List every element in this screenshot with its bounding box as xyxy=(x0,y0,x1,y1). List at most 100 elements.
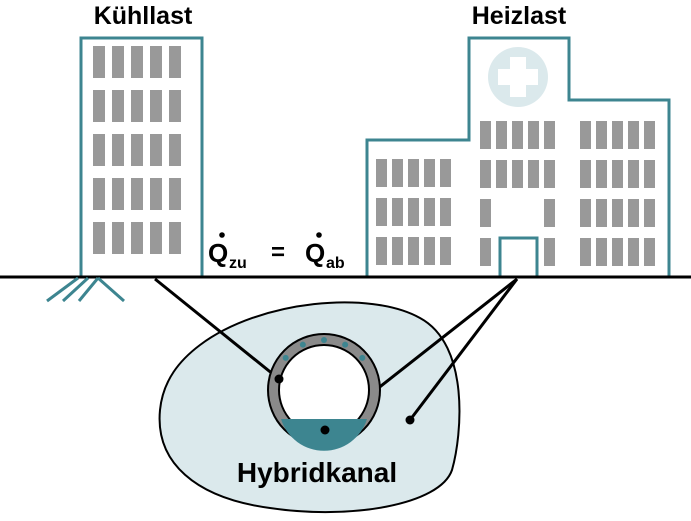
window xyxy=(580,199,591,227)
window xyxy=(580,121,591,149)
window xyxy=(392,159,403,187)
window xyxy=(480,160,491,188)
pipe-dot xyxy=(282,354,289,361)
window xyxy=(93,178,105,210)
window xyxy=(612,238,623,266)
window xyxy=(169,178,181,210)
heating-building xyxy=(365,36,671,277)
window xyxy=(93,134,105,166)
window xyxy=(544,160,555,188)
window xyxy=(496,160,507,188)
equals-sign: = xyxy=(271,239,285,266)
window xyxy=(528,160,539,188)
window xyxy=(408,198,419,226)
cooling-load-label: Kühllast xyxy=(94,2,193,30)
window xyxy=(628,238,639,266)
hybrid-channel-label: Hybridkanal xyxy=(237,457,397,488)
window xyxy=(424,237,435,265)
pipe-dot xyxy=(359,354,366,361)
medical-cross-icon xyxy=(488,47,548,107)
window xyxy=(480,121,491,149)
window xyxy=(580,160,591,188)
heat-balance-equation: Q zu = Q ab xyxy=(208,232,345,272)
q-dot-in xyxy=(219,232,225,238)
window xyxy=(644,238,655,266)
window xyxy=(150,178,162,210)
window xyxy=(612,121,623,149)
window xyxy=(112,222,124,254)
cooling-building xyxy=(79,36,204,279)
window xyxy=(544,121,555,149)
window xyxy=(150,46,162,78)
window xyxy=(440,237,451,265)
window xyxy=(644,199,655,227)
q-out-symbol: Q xyxy=(305,238,325,268)
ground-anchor-icon xyxy=(46,276,125,303)
window xyxy=(424,159,435,187)
window xyxy=(131,46,143,78)
window xyxy=(93,222,105,254)
window xyxy=(150,134,162,166)
window xyxy=(376,237,387,265)
window xyxy=(131,90,143,122)
window xyxy=(169,134,181,166)
window xyxy=(131,134,143,166)
window xyxy=(628,160,639,188)
pipe-water xyxy=(281,419,367,451)
window xyxy=(596,238,607,266)
window xyxy=(392,237,403,265)
window xyxy=(408,237,419,265)
window xyxy=(628,121,639,149)
window xyxy=(424,198,435,226)
window xyxy=(169,90,181,122)
window xyxy=(440,198,451,226)
cooling-building-windows xyxy=(93,46,181,254)
window xyxy=(440,159,451,187)
window xyxy=(112,134,124,166)
window xyxy=(596,121,607,149)
window xyxy=(150,90,162,122)
pipe-dot xyxy=(342,341,349,348)
window xyxy=(544,238,555,266)
connection-end-dots xyxy=(274,374,415,435)
window xyxy=(112,178,124,210)
window xyxy=(644,121,655,149)
window xyxy=(512,160,523,188)
window xyxy=(528,121,539,149)
q-in-symbol: Q xyxy=(208,238,228,268)
window xyxy=(480,238,491,266)
window xyxy=(376,159,387,187)
window xyxy=(644,160,655,188)
pipe-dot xyxy=(299,341,306,348)
heating-building-windows xyxy=(376,121,655,266)
window xyxy=(93,46,105,78)
window xyxy=(112,46,124,78)
pipe-sensor-dots xyxy=(282,337,366,361)
window xyxy=(169,46,181,78)
window xyxy=(93,90,105,122)
window xyxy=(596,160,607,188)
window xyxy=(131,222,143,254)
q-in-subscript: zu xyxy=(229,255,247,272)
window xyxy=(496,121,507,149)
q-dot-out xyxy=(316,232,322,238)
window xyxy=(150,222,162,254)
heating-load-label: Heizlast xyxy=(472,2,567,30)
window xyxy=(612,160,623,188)
window xyxy=(628,199,639,227)
hybrid-pipe xyxy=(267,333,381,451)
window xyxy=(512,121,523,149)
window xyxy=(596,199,607,227)
window xyxy=(112,90,124,122)
building-door xyxy=(498,236,539,277)
window xyxy=(376,198,387,226)
q-out-subscript: ab xyxy=(326,255,345,272)
window xyxy=(580,238,591,266)
window xyxy=(612,199,623,227)
window xyxy=(544,199,555,227)
pipe-dot xyxy=(321,337,327,343)
window xyxy=(480,199,491,227)
window xyxy=(392,198,403,226)
